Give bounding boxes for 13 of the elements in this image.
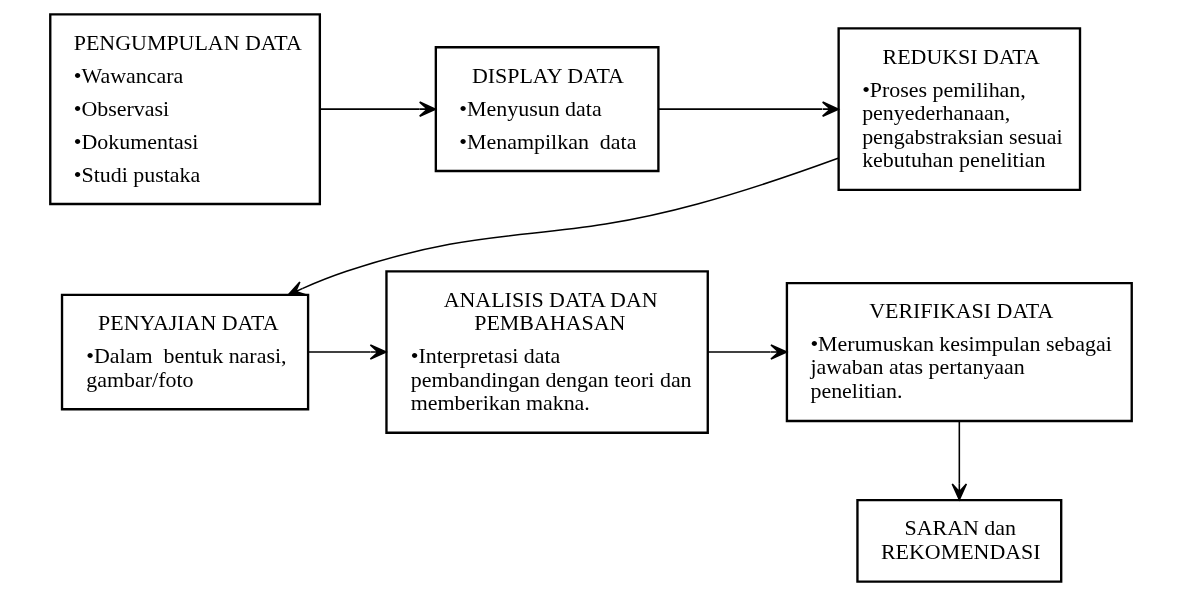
node-box: ANALISIS DATA DAN PEMBAHASAN •Interpretasi data pembandingan dengan teori dan memberikan makna. (385, 270, 709, 434)
node-box: REDUKSI DATA •Proses pemilihan, penyederhanaan, pengabstraksian sesuai kebutuhan penelitian (837, 27, 1082, 192)
arrow (307, 344, 387, 360)
arrow (319, 101, 437, 117)
node-box: PENGUMPULAN DATA •Wawancara •Observasi •Dokumentasi •Studi pustaka (49, 13, 322, 206)
arrow (707, 344, 788, 360)
arrow (657, 101, 840, 117)
node-box: PENYAJIAN DATA •Dalam bentuk narasi, gambar/foto (60, 293, 310, 411)
node-box: DISPLAY DATA •Menyusun data •Menampilkan data (434, 46, 660, 173)
arrow (951, 420, 968, 501)
node-box: SARAN dan REKOMENDASI (856, 499, 1063, 583)
node-box: VERIFIKASI DATA •Merumuskan kesimpulan sebagai jawaban atas pertanyaan penelitian. (785, 281, 1133, 423)
arrow (287, 157, 839, 296)
